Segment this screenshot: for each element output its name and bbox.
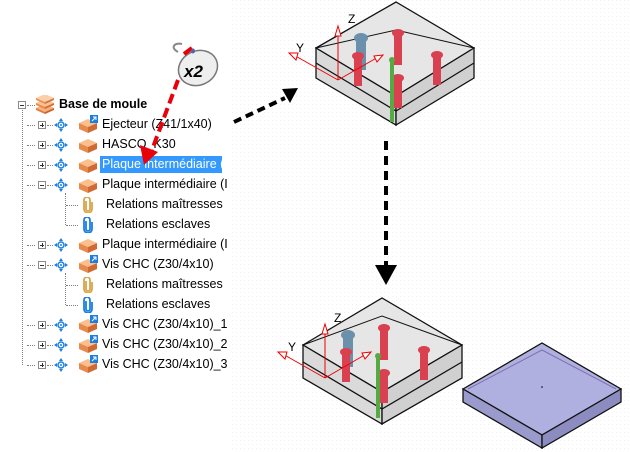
slave-relation-icon [83,216,93,238]
collapse-toggle[interactable] [38,181,46,189]
mouse-double-click-icon [172,42,219,87]
tree-item-label[interactable]: Ejecteur (Z41/1x40) [102,117,212,131]
tree-connector [27,325,35,326]
tree-connector [27,145,35,146]
expand-toggle[interactable] [38,161,46,169]
mold-assembly-top[interactable]: Z Y [287,1,476,127]
tree-connector [47,185,53,186]
tree-connector [65,193,66,225]
axis-label-y: Y [288,340,296,354]
expand-toggle[interactable] [38,121,46,129]
double-click-arrow [140,79,180,165]
component-icon [76,134,100,161]
flow-arrow-down [375,141,397,285]
tree-connector [22,110,23,365]
expand-toggle[interactable] [38,241,46,249]
screw-red [352,52,364,86]
component-icon [76,174,100,201]
tree-child-label[interactable]: Relations esclaves [106,217,211,231]
screw-red [378,324,390,360]
tree-connector [27,185,35,186]
tree-connector [27,125,35,126]
mold-base-icon [36,95,54,114]
separated-plate[interactable] [461,342,623,450]
tree-connector [65,273,66,305]
screw-red [378,369,390,403]
tree-connector [47,365,53,366]
tree-connector [66,205,78,206]
ejector-pin [389,57,395,122]
tree-connector [27,105,35,106]
tree-item-label[interactable]: HASCO_K30 [102,137,176,151]
axis-label-y: Y [296,41,304,55]
tree-connector [27,265,35,266]
ejector-pin [375,353,381,418]
move-handle-icon[interactable] [54,138,68,152]
tree-connector [47,265,53,266]
tree-child-label[interactable]: Relations maîtresses [106,197,223,211]
axis-label-z: Z [348,12,355,26]
tree-connector [47,325,53,326]
tree-connector [66,305,78,306]
screw-red [392,74,404,108]
linked-component-icon [76,314,100,341]
screw-red [431,51,443,85]
tree-child-label[interactable]: Relations esclaves [106,297,211,311]
tree-item-label[interactable]: Vis CHC (Z30/4x10)_1 [102,317,228,331]
tree-root-label[interactable]: Base de moule [59,97,148,111]
tree-connector [66,285,78,286]
tree-item-label[interactable]: Vis CHC (Z30/4x10)_2 [102,337,228,351]
screw-red [392,29,404,65]
move-handle-icon[interactable] [54,118,68,132]
flow-arrow-right [233,88,298,124]
move-handle-icon[interactable] [54,258,68,272]
expand-toggle[interactable] [38,141,46,149]
tree-connector [47,245,53,246]
tree-connector [47,145,53,146]
slave-relation-icon [83,296,93,318]
move-handle-icon[interactable] [54,158,68,172]
move-handle-icon[interactable] [54,358,68,372]
tree-connector [66,225,78,226]
tree-connector [27,165,35,166]
tree-connector [27,365,35,366]
tree-item-label[interactable]: Plaque intermédiaire (I [102,177,228,191]
tree-child-label[interactable]: Relations maîtresses [106,277,223,291]
tree-connector [27,245,35,246]
screw-red [340,348,352,382]
tree-item-label[interactable]: Vis CHC (Z30/4x10)_3 [102,357,228,371]
axis-triad [287,24,385,81]
collapse-toggle-root[interactable] [18,101,26,109]
mold-assembly-bottom[interactable]: Z Y [276,297,464,426]
collapse-toggle[interactable] [38,261,46,269]
tree-connector [27,345,35,346]
move-handle-icon[interactable] [54,238,68,252]
master-relation-icon [83,276,93,298]
double-click-badge: x2 [183,62,203,81]
move-handle-icon[interactable] [54,338,68,352]
screw-red [418,346,430,380]
tree-connector [47,165,53,166]
linked-component-icon [76,254,100,281]
linked-component-icon [76,334,100,361]
tree-connector [47,345,53,346]
expand-toggle[interactable] [38,361,46,369]
tree-connector [47,125,53,126]
axis-triad [276,322,373,379]
expand-toggle[interactable] [38,321,46,329]
axis-label-z: Z [334,311,341,325]
tree-item-label-selected[interactable]: Plaque intermédiaire ( [100,156,222,173]
master-relation-icon [83,196,93,218]
component-icon [76,154,100,181]
tree-item-label[interactable]: Plaque intermédiaire (I [102,237,228,251]
move-handle-icon[interactable] [54,318,68,332]
tree-item-label[interactable]: Vis CHC (Z30/4x10) [102,257,214,271]
component-icon [76,234,100,261]
linked-component-icon [76,354,100,381]
move-handle-icon[interactable] [54,178,68,192]
linked-component-icon [76,114,100,141]
expand-toggle[interactable] [38,341,46,349]
